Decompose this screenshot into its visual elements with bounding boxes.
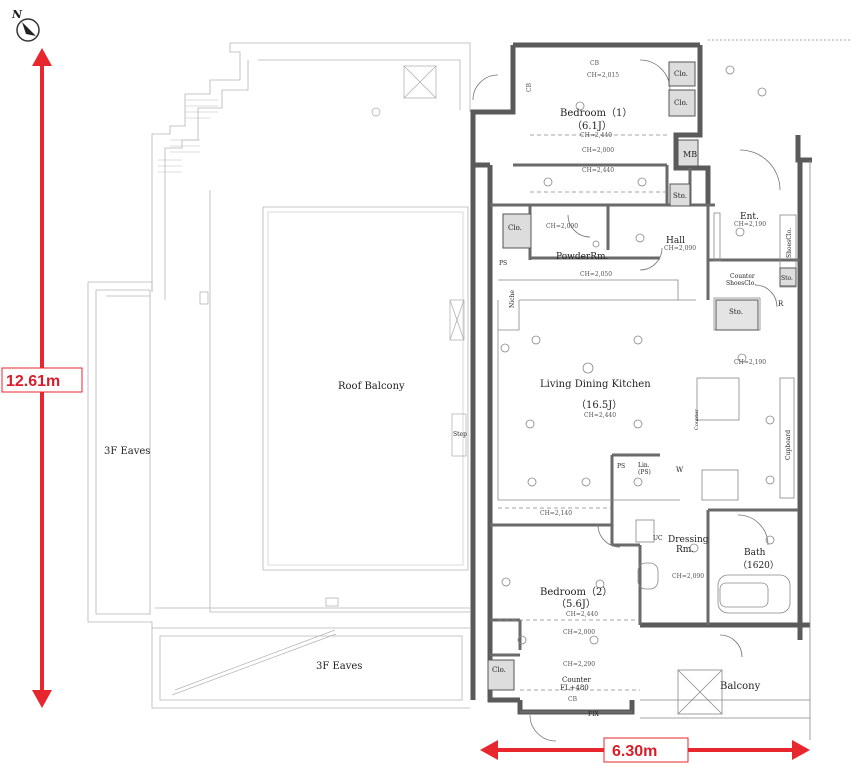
closet-boxes	[487, 61, 797, 691]
storage-label-1: Sto.	[673, 192, 687, 200]
ldk-ch: CH=2,440	[584, 412, 616, 419]
dressing-label: Dressing	[668, 535, 709, 545]
ch-b2-top: CH=2,000	[563, 629, 595, 636]
bedroom1-size: （6.1J）	[572, 120, 612, 132]
balcony-label: Balcony	[720, 681, 761, 692]
height-dimension-label: 12.61m	[6, 373, 60, 390]
counter-shoes-label-2: ShoesClo.	[726, 280, 756, 287]
ch-b1-bot: CH=2,440	[582, 167, 614, 174]
height-dimension-box	[1, 367, 83, 393]
ch-b1-top: CH=2,015	[587, 72, 619, 79]
cupboard-label: Cupboard	[785, 430, 792, 460]
closet-label-3: Clo.	[508, 224, 522, 232]
terrace-steps	[158, 99, 218, 173]
eaves-left-label: 3F Eaves	[104, 446, 150, 457]
linen-ps-label: (PS)	[638, 469, 651, 476]
washer-label: W	[676, 466, 684, 474]
ldk-size: （16.5J）	[576, 399, 622, 411]
cb-label-1: CB	[590, 60, 600, 67]
ch-ldk-bot: CH=2,140	[540, 510, 572, 517]
kitchen-counter-label: Counter	[694, 409, 700, 430]
floor-level-label: FL+480	[560, 684, 589, 692]
uc-label: UC	[653, 535, 663, 542]
width-dimension-box	[603, 737, 689, 763]
ch-powder: CH=2,090	[546, 223, 578, 230]
dressing-label-2: Rm.	[676, 545, 694, 555]
eaves-bottom-label: 3F Eaves	[316, 661, 362, 672]
roof-balcony-label: Roof Balcony	[338, 381, 405, 392]
ldk-name: Living Dining Kitchen	[540, 379, 651, 390]
closet-label-4: Clo.	[492, 666, 506, 674]
refrigerator-label: R	[778, 300, 784, 308]
counter-shoes-label: Counter	[730, 273, 755, 280]
pipe-space-label-2: PS	[617, 463, 625, 470]
terrace-fixtures	[199, 65, 467, 607]
width-dimension-label: 6.30m	[612, 743, 657, 760]
powder-room-label: PowderRm.	[556, 252, 609, 262]
storage-label-2: Sto.	[729, 308, 743, 316]
bedroom1-name: Bedroom（1）	[560, 107, 632, 119]
closet-label-1: Clo.	[674, 70, 688, 78]
bedroom2-counter-label: Counter	[562, 676, 592, 684]
door-swings	[472, 59, 781, 742]
bath-label: Bath	[744, 548, 766, 558]
internal-partitions	[490, 163, 800, 657]
north-arrow-icon	[16, 18, 40, 42]
bedroom2-ch: CH=2,440	[566, 611, 598, 618]
fix-label: FIX	[588, 711, 600, 718]
pipe-space-label-1: PS	[499, 260, 507, 267]
cb-label-2: CB	[526, 82, 533, 92]
bath-size: （1620）	[738, 560, 779, 571]
cb-label-3: CB	[568, 696, 578, 703]
step-label: Step	[453, 431, 467, 438]
ch-ldk-top: CH=2,050	[580, 271, 612, 278]
storage-label-3: Sto.	[781, 275, 793, 282]
bedroom2-name: Bedroom（2）	[540, 586, 612, 598]
ch-dressing: CH=2,090	[672, 573, 704, 580]
closet-label-2: Clo.	[674, 99, 688, 107]
ch-kitchen-side: CH=2,190	[734, 359, 766, 366]
shoes-closet-label: ShoesClo.	[786, 228, 793, 258]
ch-b1-mid: CH=2,000	[582, 147, 614, 154]
terrace-outline	[87, 42, 471, 709]
apartment-walls	[470, 42, 812, 715]
entrance-label: Ent.	[740, 212, 759, 222]
ceiling-lights	[500, 65, 775, 645]
meter-box-label: MB	[683, 150, 697, 159]
entrance-ch: CH=2,190	[734, 221, 766, 228]
hall-ch: CH=2,090	[664, 245, 696, 252]
detail-lines	[497, 39, 850, 740]
ch-b2-bot: CH=2,290	[563, 661, 595, 668]
linen-label: Lin.	[638, 462, 650, 469]
bedroom2-size: （5.6J）	[556, 598, 596, 610]
niche-label: Niche	[509, 290, 516, 308]
north-label: N	[11, 8, 23, 21]
bedroom1-ch: CH=2,440	[580, 132, 612, 139]
hall-label: Hall	[666, 236, 685, 246]
